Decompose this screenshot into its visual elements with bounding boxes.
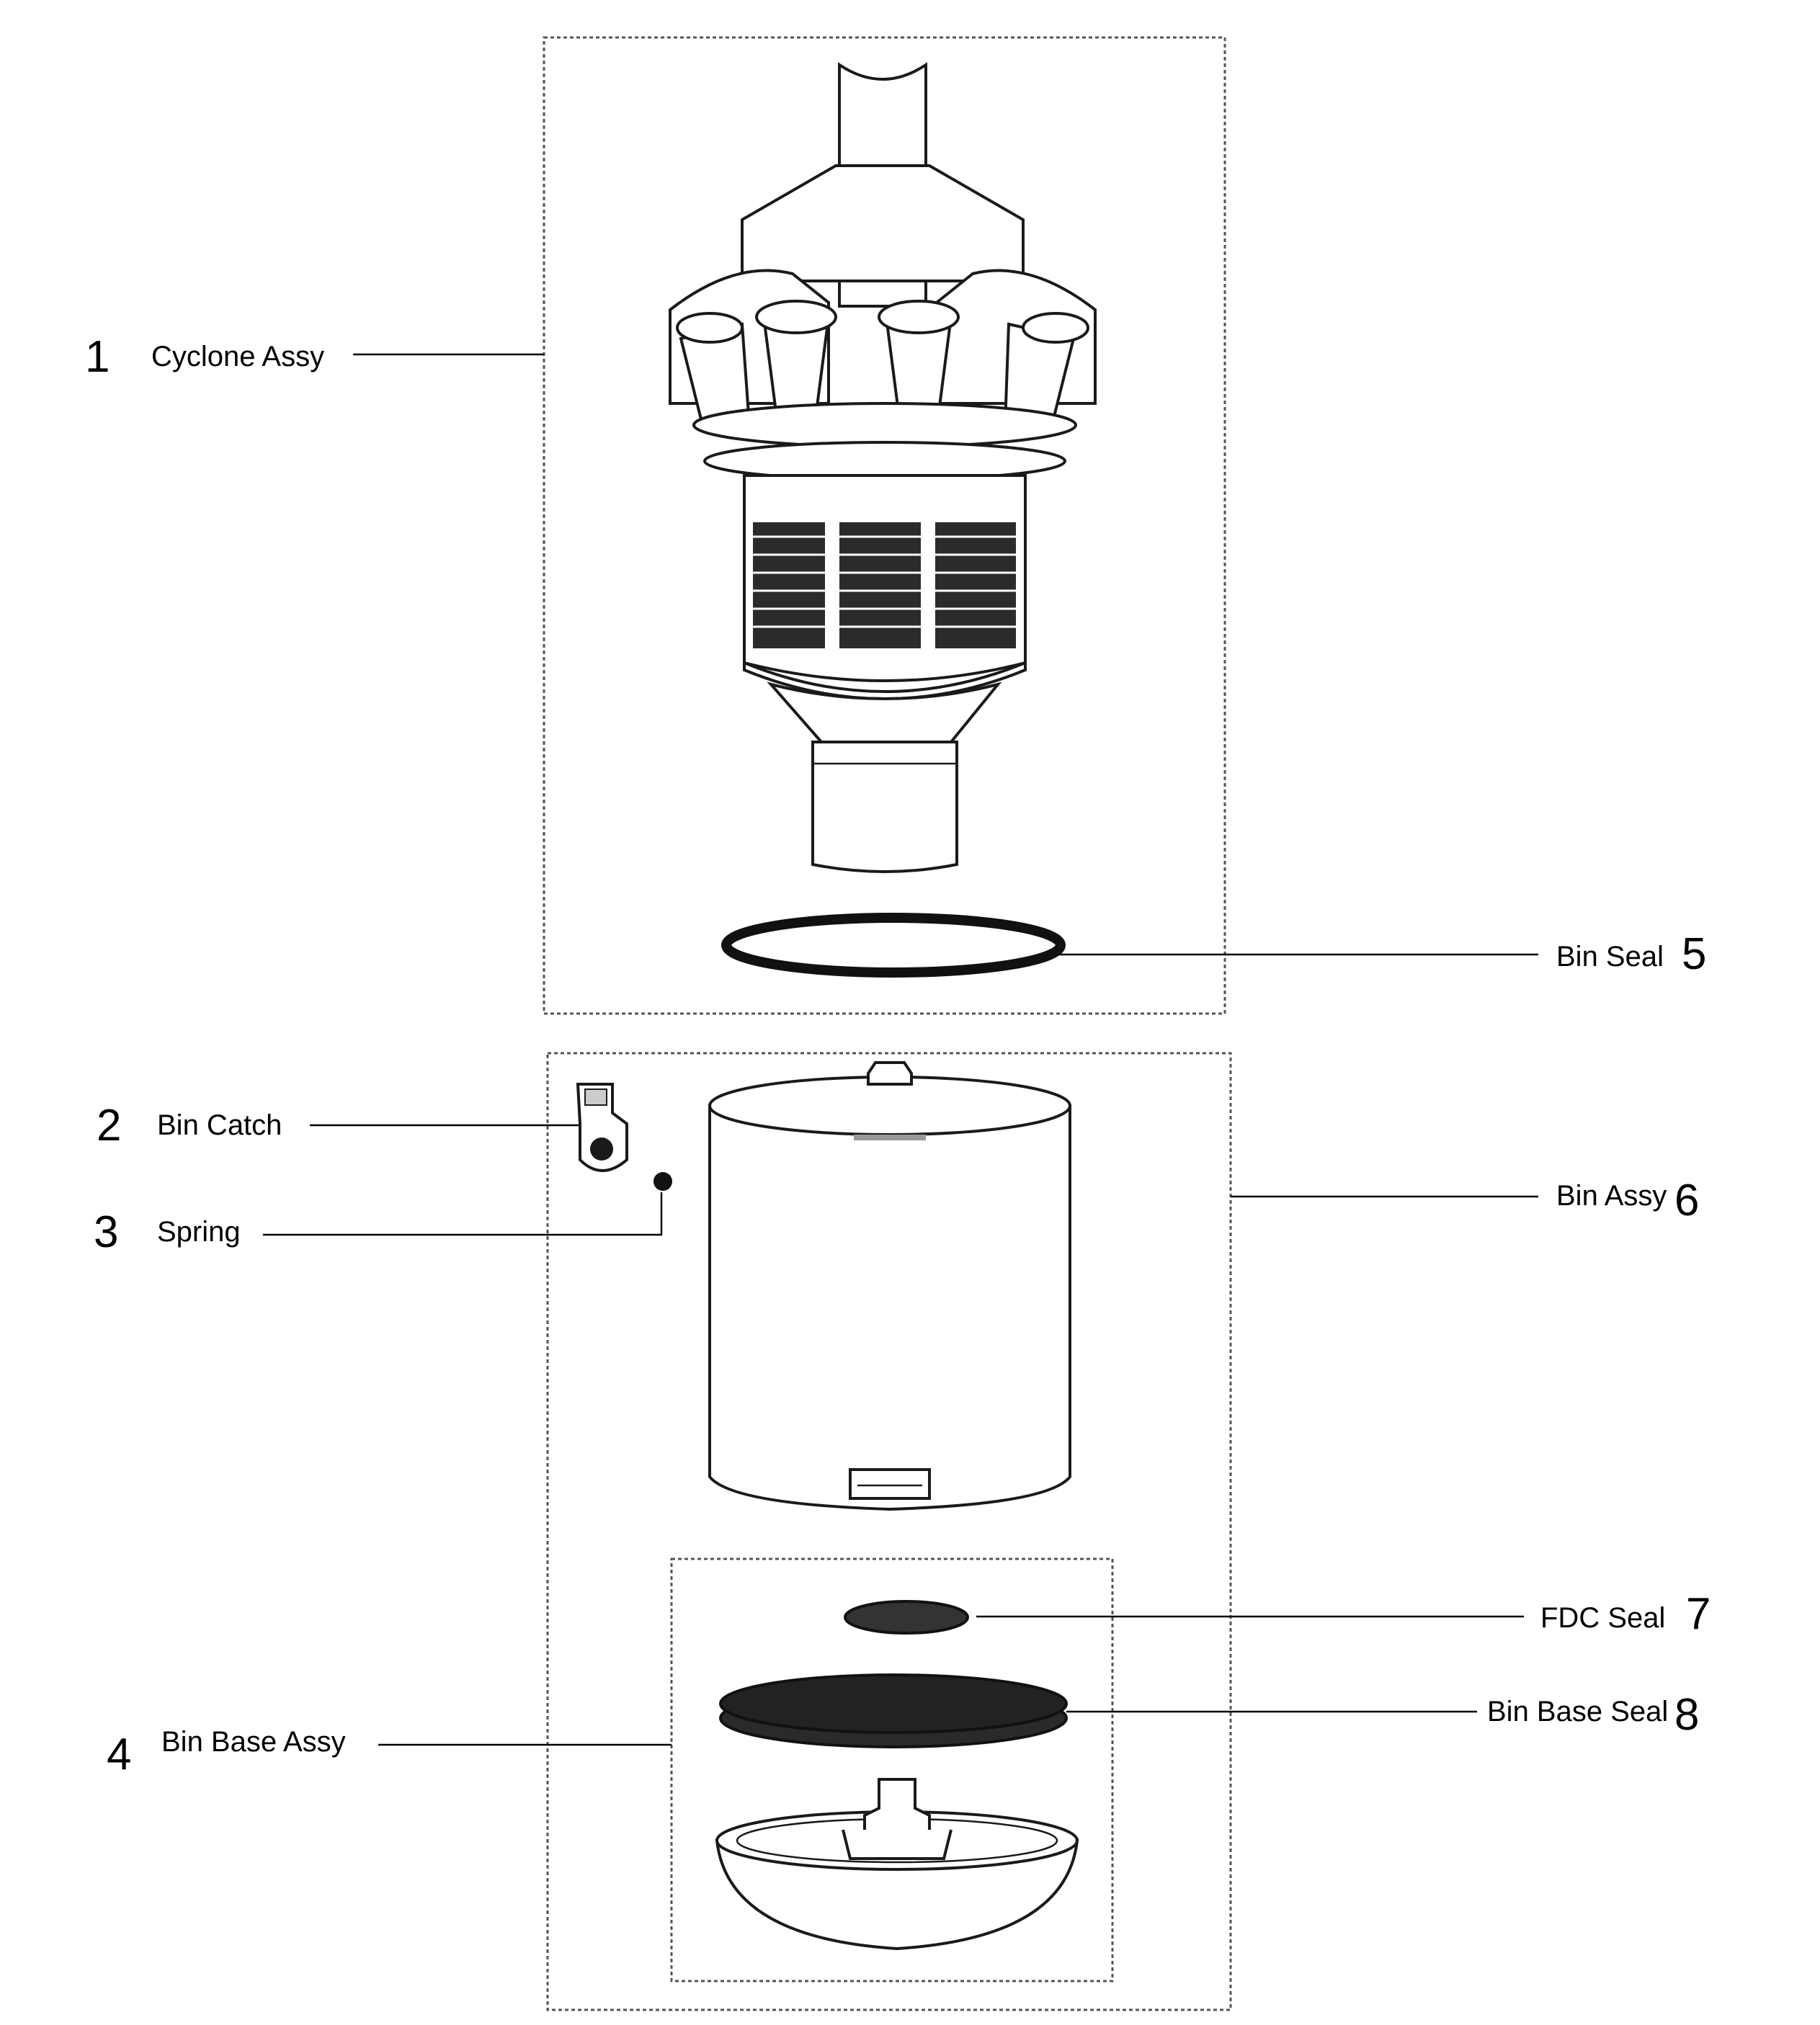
leader-line-3 — [263, 1192, 663, 1236]
bin-base-assy-group-box — [670, 1557, 1114, 1982]
cyclone-assembly-illustration — [669, 62, 1097, 873]
part-name-6: Bin Assy — [1556, 1180, 1667, 1212]
part-number-5: 5 — [1682, 929, 1707, 979]
part-name-3: Spring — [157, 1216, 241, 1248]
part-number-7: 7 — [1686, 1589, 1711, 1639]
bin-seal-illustration — [721, 913, 1066, 978]
part-name-7: FDC Seal — [1540, 1602, 1666, 1634]
part-number-4: 4 — [107, 1730, 132, 1779]
part-name-4: Bin Base Assy — [161, 1726, 346, 1758]
part-number-2: 2 — [97, 1101, 122, 1150]
part-number-3: 3 — [94, 1207, 119, 1257]
part-name-5: Bin Seal — [1556, 941, 1664, 973]
bin-illustration — [708, 1061, 1071, 1511]
bin-base-seal-illustration — [719, 1673, 1068, 1748]
fdc-seal-illustration — [844, 1600, 969, 1635]
cyclone-assy-group-box — [543, 36, 1226, 1015]
part-name-1: Cyclone Assy — [151, 341, 325, 372]
part-name-8: Bin Base Seal — [1487, 1696, 1669, 1727]
part-number-6: 6 — [1674, 1176, 1700, 1225]
bin-base-illustration — [715, 1778, 1079, 1951]
bin-assy-group-box — [546, 1052, 1232, 2011]
part-number-8: 8 — [1674, 1690, 1700, 1740]
part-name-2: Bin Catch — [157, 1109, 282, 1141]
spring-illustration — [653, 1172, 672, 1191]
bin-catch-illustration — [576, 1083, 628, 1172]
part-number-1: 1 — [85, 332, 110, 382]
